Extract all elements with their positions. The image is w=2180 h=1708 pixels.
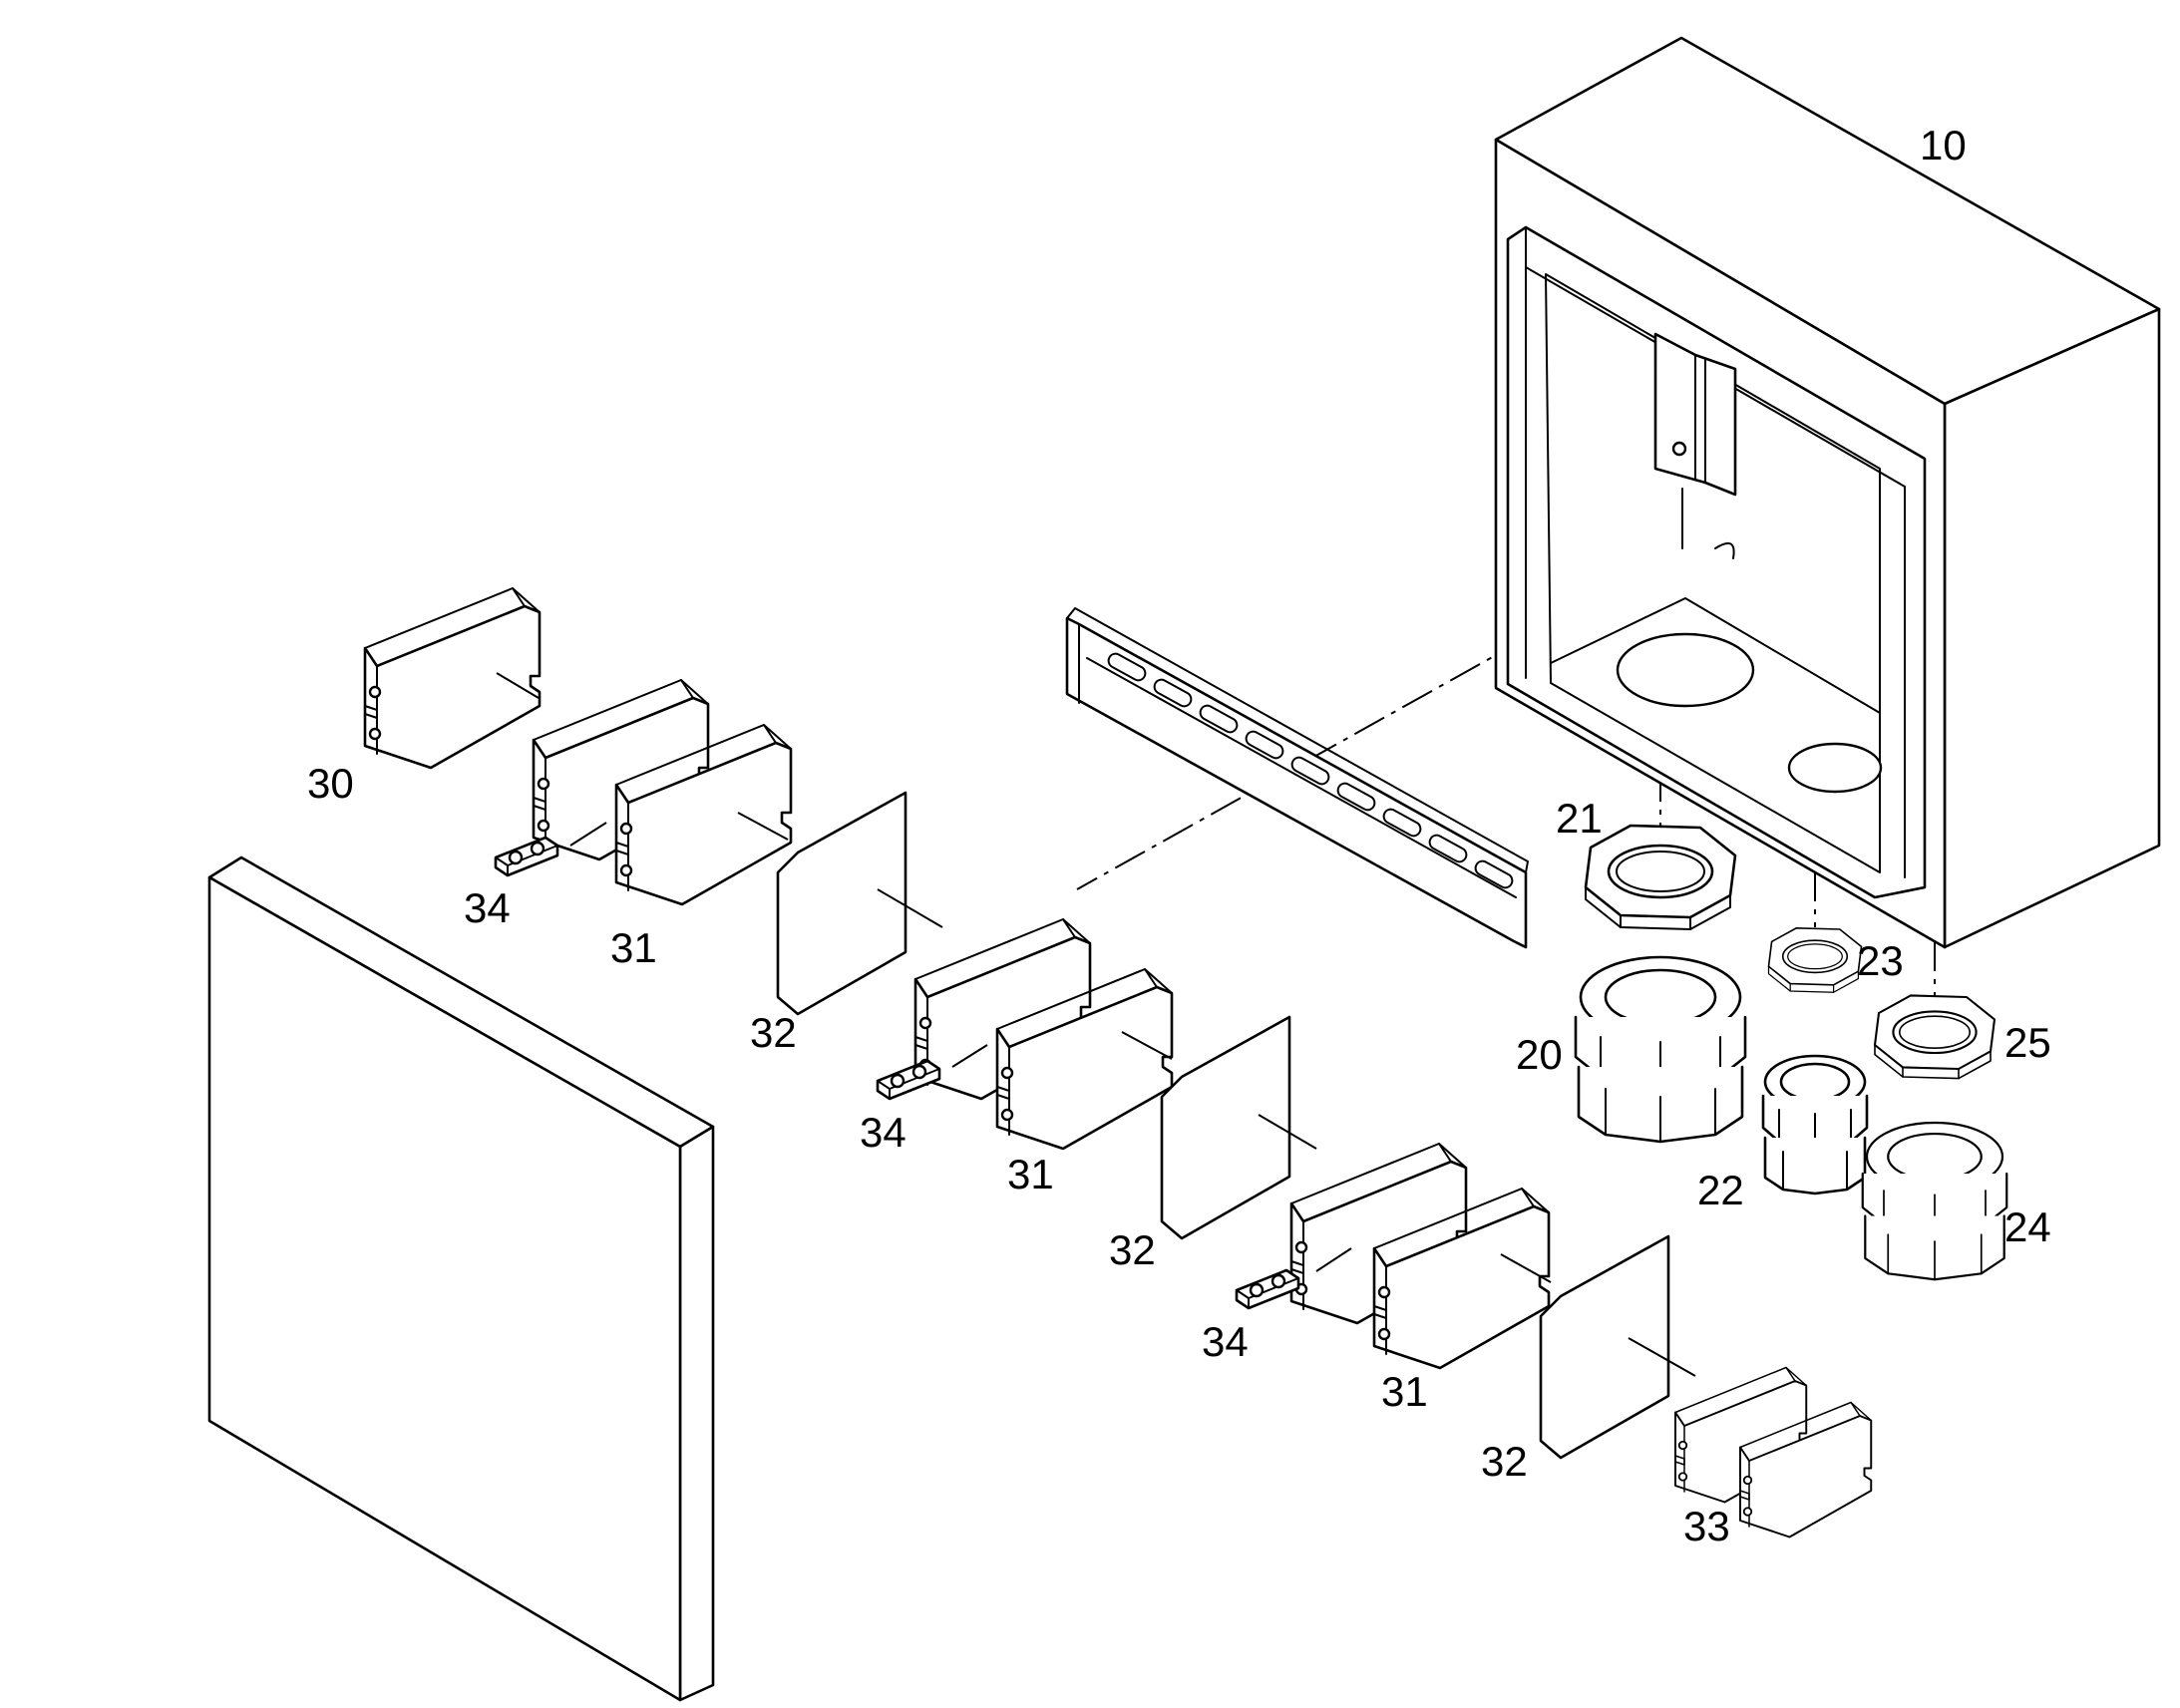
bridge-34-a bbox=[494, 836, 559, 877]
module-30 bbox=[363, 586, 542, 770]
leader-lines bbox=[496, 672, 1696, 1377]
label-34-a: 34 bbox=[464, 884, 511, 931]
bridge-34-c bbox=[1235, 1268, 1300, 1310]
gland-24 bbox=[1861, 1121, 2008, 1281]
label-31-a: 31 bbox=[610, 924, 657, 971]
label-32-c: 32 bbox=[1481, 1438, 1528, 1485]
label-32-b: 32 bbox=[1109, 1226, 1156, 1273]
label-31-c: 31 bbox=[1381, 1368, 1428, 1415]
front-cover bbox=[207, 855, 715, 1702]
locknut-21 bbox=[1584, 824, 1737, 931]
label-25: 25 bbox=[2004, 1019, 2051, 1066]
label-34-c: 34 bbox=[1202, 1318, 1249, 1365]
gland-20 bbox=[1574, 955, 1747, 1144]
plate-32-a bbox=[776, 791, 908, 1016]
plate-32-b bbox=[1160, 1015, 1291, 1240]
locknut-23 bbox=[1767, 926, 1863, 994]
locknut-25 bbox=[1873, 994, 1997, 1080]
bridge-34-b bbox=[876, 1059, 941, 1101]
label-20: 20 bbox=[1516, 1031, 1563, 1078]
label-10: 10 bbox=[1920, 122, 1967, 169]
label-30: 30 bbox=[307, 760, 354, 807]
enclosure bbox=[1494, 36, 2161, 949]
plate-32-c bbox=[1539, 1234, 1670, 1460]
reference-labels: 10 21 20 23 22 25 24 30 34 31 32 34 31 3… bbox=[307, 122, 2051, 1549]
gland-22 bbox=[1761, 1054, 1869, 1196]
label-34-b: 34 bbox=[860, 1109, 907, 1156]
label-23: 23 bbox=[1857, 937, 1904, 984]
label-33: 33 bbox=[1683, 1503, 1730, 1549]
label-32-a: 32 bbox=[750, 1009, 797, 1056]
label-31-b: 31 bbox=[1007, 1151, 1054, 1197]
din-rail bbox=[1065, 607, 1529, 949]
label-21: 21 bbox=[1556, 795, 1603, 842]
label-22: 22 bbox=[1697, 1167, 1744, 1213]
label-24: 24 bbox=[2004, 1203, 2051, 1250]
